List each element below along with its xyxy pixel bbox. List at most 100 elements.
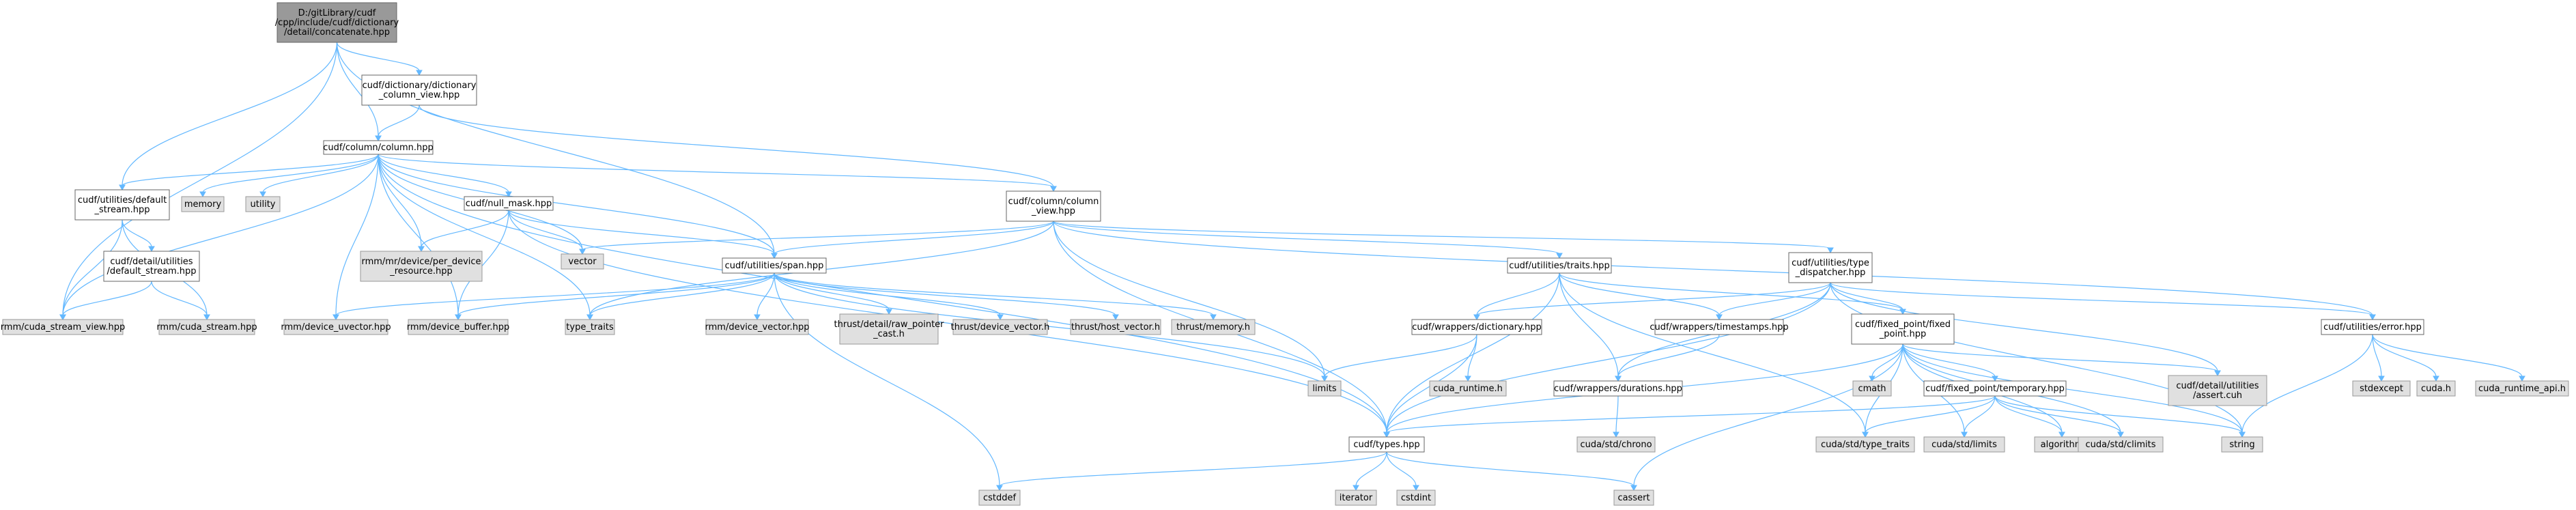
edge-temporary-to-cslimits	[1961, 395, 1996, 438]
edge-arrowhead	[586, 314, 593, 321]
node-fixedpoint[interactable]: cudf/fixed_point/fixed_point.hpp	[1851, 313, 1955, 345]
edge-line	[419, 104, 1054, 188]
node-concat[interactable]: D:/gitLibrary/cudf/cpp/include/cudf/dict…	[275, 2, 399, 43]
edge-line	[1386, 451, 1417, 487]
edge-line	[378, 154, 1054, 188]
edge-error-to-stdexcept	[2372, 334, 2385, 382]
edge-column-to-span	[378, 154, 778, 259]
node-label: limits	[1312, 384, 1337, 394]
edge-line	[62, 281, 152, 316]
edge-line	[457, 210, 509, 316]
edge-line	[774, 272, 1116, 316]
edge-line	[1902, 343, 2218, 372]
edge-fixedpoint-to-assertcuh	[1902, 343, 2221, 377]
edge-line	[1830, 282, 1903, 311]
node-label: cuda/std/type_traits	[1821, 440, 1910, 450]
edge-arrowhead	[59, 314, 66, 321]
edge-column-to-colview	[378, 154, 1057, 193]
edge-arrowhead	[997, 314, 1004, 321]
node-box	[283, 319, 388, 335]
node-label: cudf/utilities/type	[1792, 258, 1869, 268]
node-label: cudf/wrappers/timestamps.hpp	[1650, 322, 1788, 332]
node-cassert: cassert	[1613, 490, 1654, 506]
edge-line	[335, 272, 775, 316]
edge-line	[1559, 272, 1619, 378]
edge-colview-to-typedisp	[1053, 221, 1834, 254]
edge-line	[1902, 343, 2243, 434]
edge-line	[122, 42, 338, 186]
edge-arrowhead	[579, 249, 586, 255]
node-box	[1348, 436, 1425, 453]
edge-temporary-to-algorithm	[1994, 395, 2065, 438]
node-colview[interactable]: cudf/column/column_view.hpp	[1006, 190, 1101, 222]
node-duvec: rmm/device_uvector.hpp	[281, 319, 391, 335]
node-label: vector	[568, 257, 597, 267]
node-string: string	[2221, 436, 2263, 453]
edge-dictcolview-to-colview	[419, 104, 1057, 193]
node-box	[1851, 313, 1955, 345]
edge-colview-to-vector	[579, 221, 1054, 255]
node-box	[408, 319, 509, 335]
edge-line	[1964, 395, 1996, 434]
node-nullmask[interactable]: cudf/null_mask.hpp	[464, 196, 554, 211]
edge-detdefstream-to-cs	[151, 281, 210, 321]
node-span[interactable]: cudf/utilities/span.hpp	[722, 257, 827, 274]
node-label: rmm/device_buffer.hpp	[407, 322, 510, 332]
edge-arrowhead	[2519, 376, 2525, 382]
node-label: cmath	[1858, 384, 1886, 394]
node-types[interactable]: cudf/types.hpp	[1348, 436, 1425, 453]
node-error[interactable]: cudf/utilities/error.hpp	[2321, 319, 2424, 335]
node-label: _cast.h	[873, 329, 905, 339]
edge-types-to-cstdint	[1386, 451, 1419, 492]
node-temporary[interactable]: cudf/fixed_point/temporary.hpp	[1923, 380, 2067, 397]
edge-arrowhead	[2378, 376, 2385, 382]
node-box	[952, 319, 1048, 335]
node-box	[1307, 380, 1342, 397]
node-label: cudf/column/column.hpp	[323, 143, 434, 153]
node-cudaruntime: cuda_runtime.h	[1429, 380, 1507, 397]
node-box	[360, 251, 483, 282]
edge-error-to-cudah	[2372, 334, 2439, 382]
node-cstdint: cstdint	[1396, 490, 1436, 506]
node-label: cudf/utilities/default	[78, 195, 167, 206]
node-box	[2, 319, 124, 335]
edge-line	[1386, 451, 1634, 487]
node-box	[277, 2, 397, 43]
node-column[interactable]: cudf/column/column.hpp	[323, 140, 434, 155]
node-label: rmm/cuda_stream.hpp	[156, 322, 257, 332]
edge-colview-to-traits	[1053, 221, 1563, 259]
edge-span-to-dvec	[754, 272, 775, 321]
node-defstream[interactable]: cudf/utilities/default_stream.hpp	[74, 189, 170, 221]
node-iterator: iterator	[1335, 490, 1377, 506]
edge-line	[1830, 282, 2243, 434]
edge-temporary-to-csclimits	[1994, 395, 2124, 438]
node-label: cudf/utilities/traits.hpp	[1509, 261, 1609, 271]
node-dictcolview[interactable]: cudf/dictionary/dictionary_column_view.h…	[361, 74, 477, 106]
node-box	[103, 251, 200, 282]
edge-arrowhead	[455, 314, 462, 321]
node-wdict[interactable]: cudf/wrappers/dictionary.hpp	[1411, 319, 1542, 335]
edge-typedisp-to-wdict	[1473, 282, 1831, 321]
node-wts[interactable]: cudf/wrappers/timestamps.hpp	[1650, 319, 1789, 335]
node-label: cuda_runtime_api.h	[2478, 384, 2566, 394]
node-assertcuh: cudf/detail/utilities/assert.cuh	[2168, 375, 2267, 406]
edge-dictcolview-to-column	[375, 104, 420, 142]
edge-line	[62, 219, 123, 316]
node-traits[interactable]: cudf/utilities/traits.hpp	[1507, 257, 1612, 274]
node-wdur[interactable]: cudf/wrappers/durations.hpp	[1553, 380, 1683, 397]
edge-arrowhead	[996, 485, 1003, 492]
edge-line	[202, 154, 379, 193]
node-algorithm: algorithm	[2034, 436, 2090, 453]
edge-types-to-iterator	[1353, 451, 1387, 492]
edge-column-to-nullmask	[378, 154, 512, 198]
node-detdefstream[interactable]: cudf/detail/utilities/default_stream.hpp	[103, 251, 200, 282]
edge-line	[1053, 221, 1325, 378]
node-box	[464, 196, 554, 211]
edge-line	[774, 272, 1325, 378]
edge-column-to-perdev	[378, 154, 425, 253]
node-typedisp[interactable]: cudf/utilities/type_dispatcher.hpp	[1788, 252, 1873, 283]
node-thmem: thrust/memory.h	[1171, 319, 1256, 335]
edge-line	[378, 154, 1387, 434]
node-box	[1815, 436, 1915, 453]
